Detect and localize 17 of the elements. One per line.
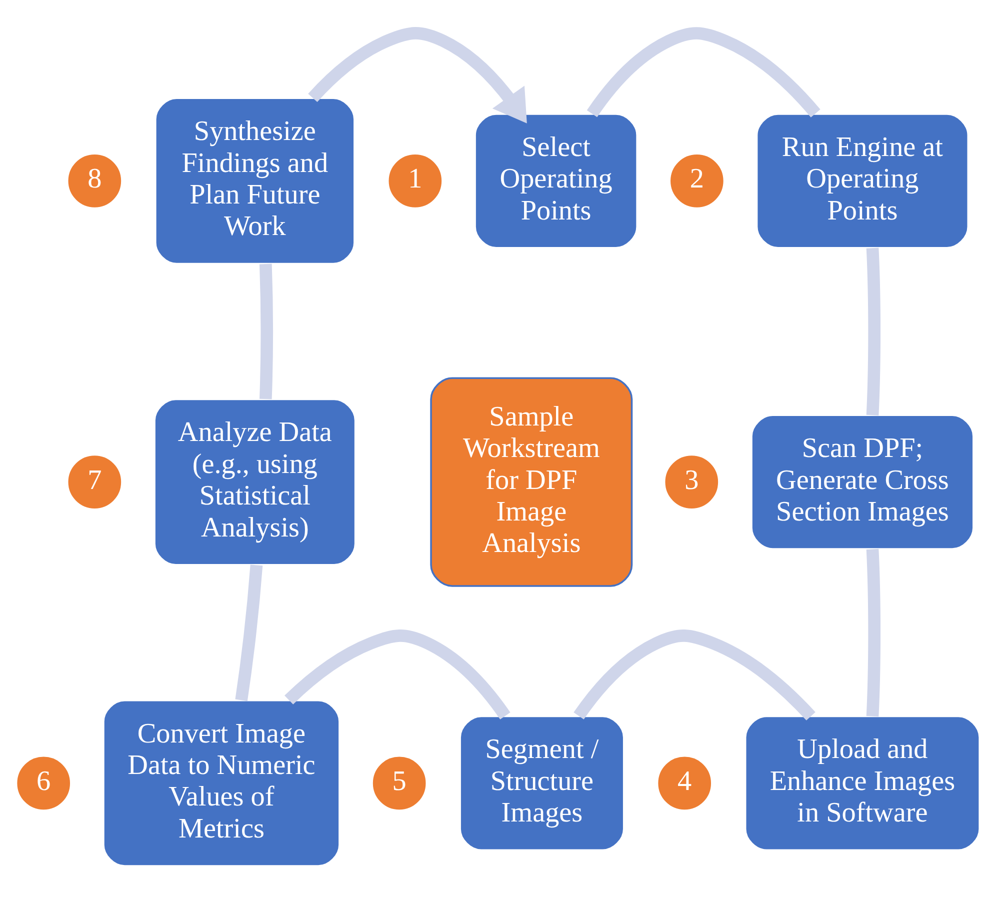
node-box: Convert Image Data to Numeric Values of Metrics <box>102 700 340 867</box>
connector <box>284 630 510 720</box>
node-box: Synthesize Findings and Plan Future Work <box>154 97 356 265</box>
node-box: Analyze Data (e.g., using Statistical Analysis) <box>154 398 356 566</box>
node-box: Run Engine at Operating Points <box>756 113 969 249</box>
connector <box>866 548 881 717</box>
node-box: Select Operating Points <box>474 113 638 249</box>
node-box: Upload and Enhance Images in Software <box>744 715 980 851</box>
connector <box>574 630 816 720</box>
node-box: Scan DPF; Generate Cross Section Images <box>750 414 974 550</box>
arrow <box>308 27 527 124</box>
connector <box>586 27 820 118</box>
node-box: Segment / Structure Images <box>459 715 625 851</box>
connector <box>866 248 881 416</box>
node-box: Sample Workstream for DPF Image Analysis <box>430 377 633 587</box>
connector <box>235 564 263 702</box>
connector <box>260 264 273 400</box>
